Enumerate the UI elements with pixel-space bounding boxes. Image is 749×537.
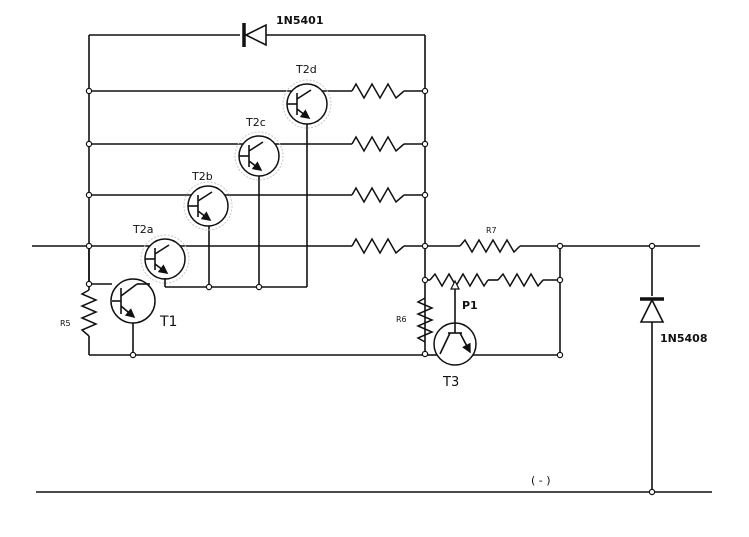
resistor-r5 xyxy=(80,289,98,337)
label-r6: R6 xyxy=(396,315,407,324)
transistor-t2b xyxy=(183,181,233,231)
resistor-t2c xyxy=(351,135,405,153)
transistor-t2d xyxy=(282,79,332,129)
resistor-r7 xyxy=(459,238,521,254)
transistor-t1 xyxy=(110,278,156,355)
transistor-t2c xyxy=(234,131,284,181)
transistor-t3 xyxy=(433,322,477,366)
label-r5: R5 xyxy=(60,319,71,328)
resistor-t2d xyxy=(351,82,405,100)
diode-1n5408 xyxy=(639,297,665,323)
label-r7: R7 xyxy=(486,226,497,235)
resistor-r6 xyxy=(416,297,434,343)
resistor-t2a xyxy=(351,237,405,255)
diode-1n5401 xyxy=(242,23,267,47)
label-t2a: T2a xyxy=(132,223,153,236)
label-t2b: T2b xyxy=(191,170,213,183)
label-t1: T1 xyxy=(159,314,177,330)
label-t2c: T2c xyxy=(245,116,266,129)
junction-nodes xyxy=(85,87,656,496)
wires xyxy=(32,34,712,493)
label-p1: P1 xyxy=(462,299,478,312)
label-diode-1n5401: 1N5401 xyxy=(276,14,323,27)
resistor-t2b xyxy=(351,186,405,204)
label-diode-1n5408: 1N5408 xyxy=(660,332,707,345)
label-t2d: T2d xyxy=(295,63,317,76)
label-ground: ( - ) xyxy=(531,474,551,487)
label-t3: T3 xyxy=(442,375,459,390)
potentiometer-p1 xyxy=(429,272,489,294)
resistor-p1-series xyxy=(497,272,544,288)
transistor-t2a xyxy=(140,234,190,287)
